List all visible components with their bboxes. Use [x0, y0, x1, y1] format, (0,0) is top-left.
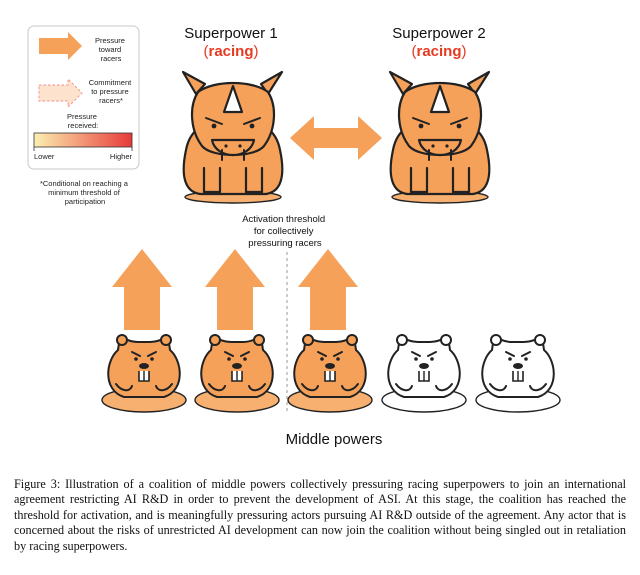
superpower-2-status: (racing) — [411, 43, 466, 60]
legend-received-line: Pressure — [67, 112, 97, 121]
figure-caption: Figure 3: Illustration of a coalition of… — [14, 477, 626, 553]
middle-power-beaver-3-icon — [287, 334, 373, 413]
legend-commitment-line: to pressure — [91, 87, 129, 96]
coalition-diagram: Pressure toward racers Commitment to pre… — [27, 25, 561, 448]
svg-text:Pressure received:: Pressure received: — [67, 112, 99, 130]
middle-powers-label: Middle powers — [286, 431, 383, 448]
legend-commitment-line: racers* — [99, 96, 123, 105]
middle-powers-group — [101, 334, 561, 413]
legend-received-line: received: — [68, 121, 98, 130]
legend-box: Pressure toward racers Commitment to pre… — [27, 25, 140, 170]
up-arrow-icon — [298, 249, 358, 330]
pressure-arrow-icon — [39, 32, 82, 60]
commitment-arrow-icon — [38, 77, 83, 109]
scale-high-label: Higher — [110, 152, 133, 161]
superpower-1-name: Superpower 1 — [184, 25, 277, 42]
svg-text:Commitment to pressure: Commitment to pressure racers* — [89, 78, 134, 105]
middle-power-beaver-5-icon — [475, 334, 561, 413]
middle-power-beaver-2-icon — [194, 334, 280, 413]
racing-double-arrow-icon — [290, 116, 382, 160]
middle-power-beaver-1-icon — [101, 334, 187, 413]
up-arrow-icon — [112, 249, 172, 330]
pressure-arrows — [112, 249, 358, 330]
legend-pressure-line: Pressure — [95, 36, 125, 45]
activation-threshold-label: Activation threshold for collectively pr… — [242, 214, 328, 249]
up-arrow-icon — [205, 249, 265, 330]
rhino-superpower-1-icon — [181, 70, 284, 204]
superpower-2-name: Superpower 2 — [392, 25, 485, 42]
legend-commitment-line: Commitment — [89, 78, 132, 87]
svg-text:Pressure toward ra: Pressure toward racers — [95, 36, 127, 63]
middle-power-beaver-4-icon — [381, 334, 467, 413]
legend-footnote: *Conditional on reaching a minimum thres… — [40, 179, 130, 206]
legend-pressure-line: racers — [101, 54, 122, 63]
scale-low-label: Lower — [34, 152, 55, 161]
rhino-superpower-2-icon — [388, 70, 491, 204]
superpower-1-status: (racing) — [203, 43, 258, 60]
legend-pressure-line: toward — [99, 45, 122, 54]
pressure-color-scale — [33, 132, 133, 148]
